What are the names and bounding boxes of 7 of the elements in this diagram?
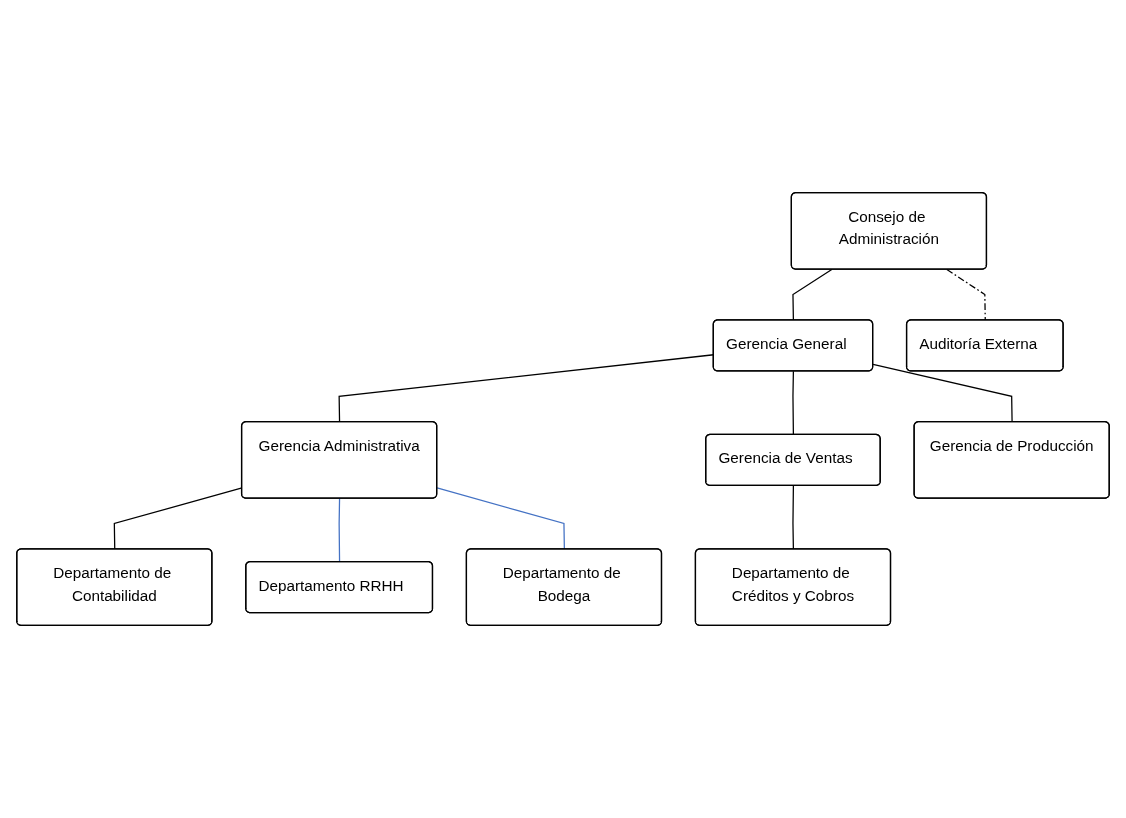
connector <box>792 370 795 436</box>
connector <box>792 268 833 321</box>
connector <box>872 363 1013 423</box>
connector <box>338 497 341 563</box>
connector <box>436 487 565 550</box>
connector <box>792 485 795 550</box>
connector <box>946 268 986 321</box>
